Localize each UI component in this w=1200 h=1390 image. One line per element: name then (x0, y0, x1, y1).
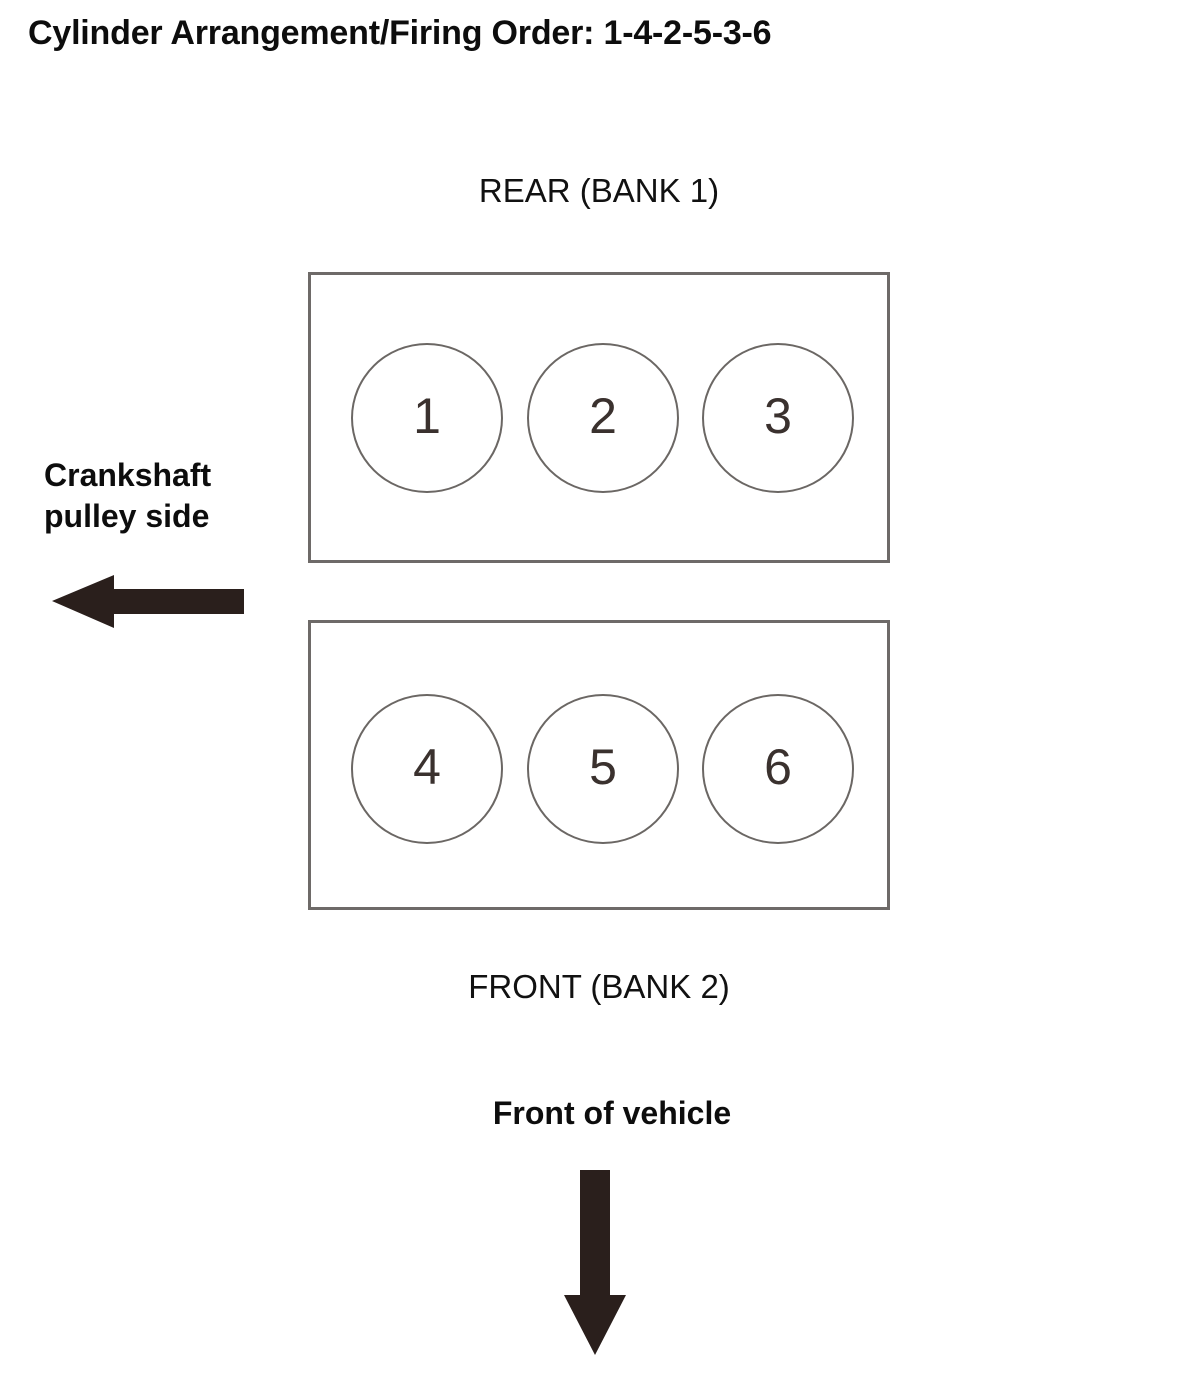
bank2-engine-box: 4 5 6 (308, 620, 890, 910)
front-of-vehicle-label: Front of vehicle (0, 1095, 1200, 1132)
bank1-engine-box: 1 2 3 (308, 272, 890, 563)
cylinder-2: 2 (527, 343, 679, 493)
cylinder-2-number: 2 (589, 388, 617, 444)
arrow-down-icon (556, 1170, 634, 1355)
front-bank-label-text: FRONT (BANK 2) (468, 968, 730, 1005)
cylinder-5: 5 (527, 694, 679, 844)
arrow-down-glyph (564, 1170, 626, 1355)
cylinder-4-number: 4 (413, 739, 441, 795)
page-title: Cylinder Arrangement/Firing Order: 1-4-2… (28, 14, 772, 52)
front-of-vehicle-text: Front of vehicle (492, 1095, 732, 1131)
cylinder-6-number: 6 (764, 739, 792, 795)
cylinder-5-number: 5 (589, 739, 617, 795)
cylinder-1: 1 (351, 343, 503, 493)
cylinder-1-number: 1 (413, 388, 441, 444)
crankshaft-label-line-2: pulley side (44, 497, 210, 534)
rear-bank-label: REAR (BANK 1) (0, 172, 1200, 210)
cylinder-3: 3 (702, 343, 854, 493)
crankshaft-label-line-1: Crankshaft (44, 457, 212, 493)
cylinder-6: 6 (702, 694, 854, 844)
cylinder-3-number: 3 (764, 388, 792, 444)
crankshaft-pulley-side-label: Crankshaft pulley side (44, 455, 294, 537)
arrow-left-glyph (52, 575, 244, 628)
rear-bank-label-text: REAR (BANK 1) (478, 172, 720, 209)
arrow-left-icon (52, 570, 244, 632)
front-bank-label: FRONT (BANK 2) (0, 968, 1200, 1006)
cylinder-4: 4 (351, 694, 503, 844)
